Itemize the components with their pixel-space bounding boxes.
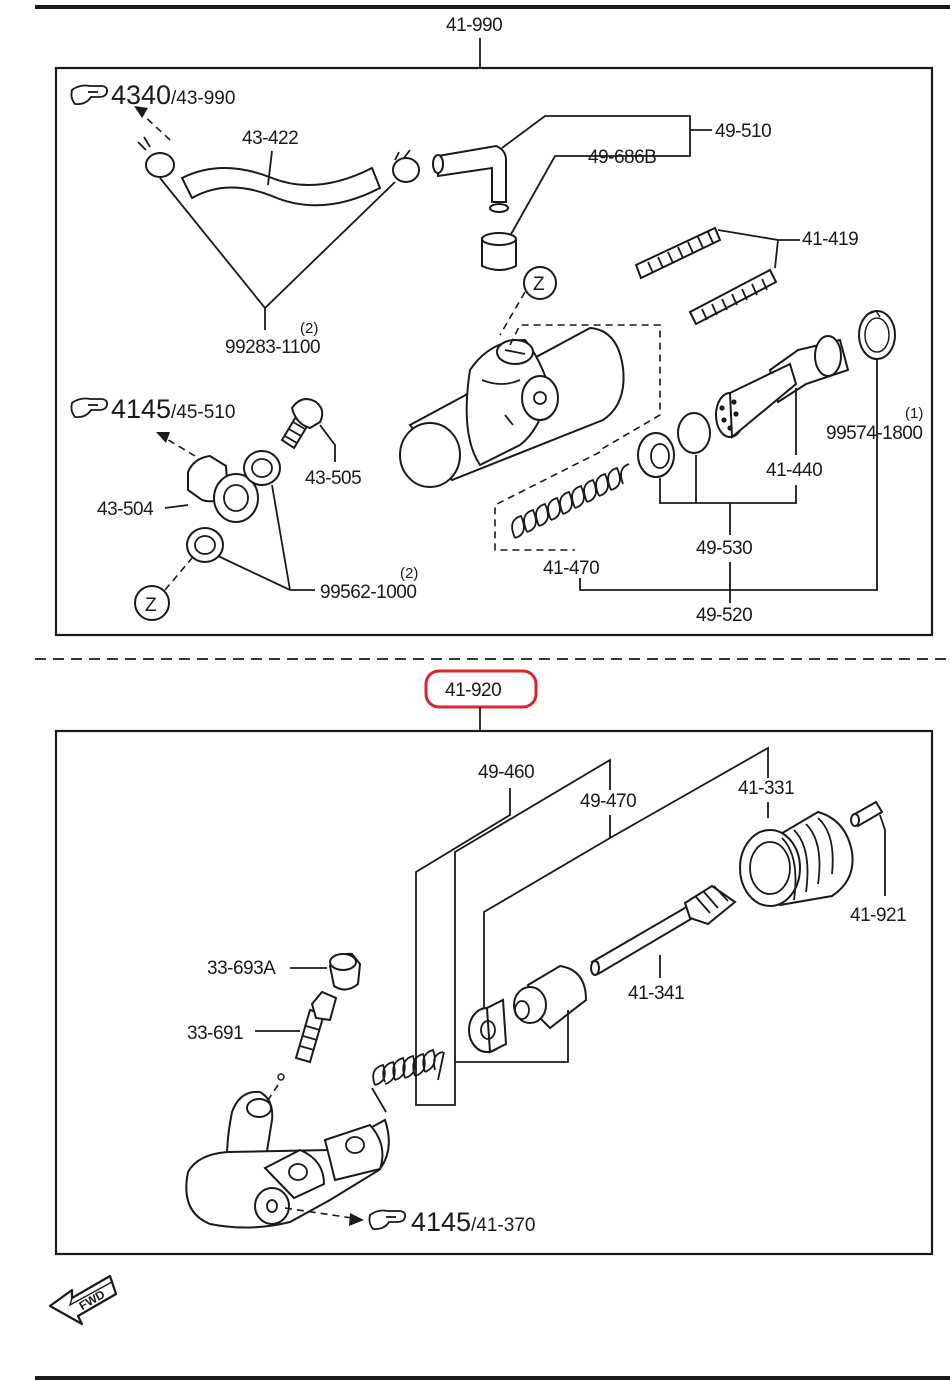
svg-text:99562-1000: 99562-1000 [320, 582, 416, 603]
svg-text:41-440: 41-440 [766, 460, 822, 481]
detail-z-marker-lower [134, 585, 170, 621]
dust-boot [739, 810, 854, 907]
svg-text:33-691: 33-691 [187, 1023, 243, 1044]
stud-upper [634, 226, 722, 280]
return-spring [511, 463, 630, 539]
svg-text:43-422: 43-422 [242, 128, 298, 149]
svg-text:Z: Z [533, 274, 545, 295]
svg-text:99283-1100: 99283-1100 [225, 337, 320, 358]
svg-text:/45-510: /45-510 [171, 402, 235, 423]
svg-text:99574-1800: 99574-1800 [826, 423, 922, 444]
svg-text:4145: 4145 [411, 1207, 471, 1237]
lower-assembly: 41-920 49-460 49-470 41-331 41-921 [54, 669, 934, 1256]
push-rod [590, 884, 737, 976]
svg-text:/43-990: /43-990 [171, 88, 235, 109]
pointing-hand-icon [368, 1209, 407, 1231]
clevis-pin [850, 800, 884, 828]
svg-text:49-530: 49-530 [696, 538, 752, 559]
ref-hose-group: 4340 /43-990 [70, 80, 235, 110]
svg-text:43-505: 43-505 [305, 468, 361, 489]
svg-text:49-686B: 49-686B [588, 147, 656, 168]
master-cylinder-body [399, 326, 625, 488]
svg-text:41-921: 41-921 [850, 905, 906, 926]
hose [180, 166, 382, 207]
sealing-washer-upper [243, 450, 281, 486]
svg-text:49-520: 49-520 [696, 605, 752, 626]
bleeder-screw [294, 990, 338, 1064]
lower-assembly-number: 41-920 [445, 680, 501, 701]
pointing-hand-icon [70, 84, 109, 106]
lower-assembly-frame [54, 729, 934, 1256]
svg-text:49-470: 49-470 [580, 791, 636, 812]
svg-text:41-419: 41-419 [802, 229, 858, 250]
bleeder-cap [328, 952, 362, 991]
forward-direction-arrow-icon: FWD [48, 1274, 118, 1326]
highlight-outline [424, 669, 538, 709]
piston-spring [371, 1048, 445, 1113]
svg-text:33-693A: 33-693A [207, 958, 276, 979]
piston-cup-large [637, 432, 675, 478]
stud-lower [688, 268, 778, 326]
svg-text:(2): (2) [300, 320, 318, 337]
svg-text:49-460: 49-460 [478, 762, 534, 783]
svg-text:/41-370: /41-370 [471, 1215, 535, 1236]
svg-text:(2): (2) [400, 565, 418, 582]
hose-clamp-left [137, 136, 175, 178]
svg-text:41-331: 41-331 [738, 778, 794, 799]
svg-text:(1): (1) [905, 405, 923, 422]
slave-piston [513, 964, 588, 1030]
sealing-washer-lower [186, 527, 224, 563]
union-bolt [280, 398, 324, 450]
upper-assembly: 41-990 4340 /43-990 43-422 99283-1100 [54, 15, 934, 637]
detail-z-marker [523, 266, 557, 300]
svg-text:41-470: 41-470 [543, 558, 599, 579]
upper-assembly-number: 41-990 [446, 15, 502, 36]
hose-clamp-right [392, 149, 420, 183]
upper-assembly-frame [54, 66, 934, 637]
svg-text:41-341: 41-341 [628, 983, 684, 1004]
svg-text:43-504: 43-504 [97, 499, 154, 520]
slave-cylinder-body [185, 1090, 390, 1229]
snap-ring [858, 310, 896, 360]
union-fitting [187, 454, 259, 523]
ref-bolt-group-lower: 4145 /41-370 [368, 1207, 535, 1237]
piston-seal [468, 998, 508, 1054]
svg-text:4340: 4340 [111, 80, 171, 110]
svg-text:4145: 4145 [111, 394, 171, 424]
pointing-hand-icon [70, 397, 109, 419]
ref-bolt-group: 4145 /45-510 [70, 394, 235, 424]
piston-cup-small [677, 412, 711, 454]
primary-piston [715, 335, 850, 440]
svg-text:Z: Z [145, 595, 157, 616]
reservoir-pipe [432, 144, 509, 213]
reservoir-cap [481, 232, 517, 271]
svg-text:49-510: 49-510 [715, 121, 771, 142]
